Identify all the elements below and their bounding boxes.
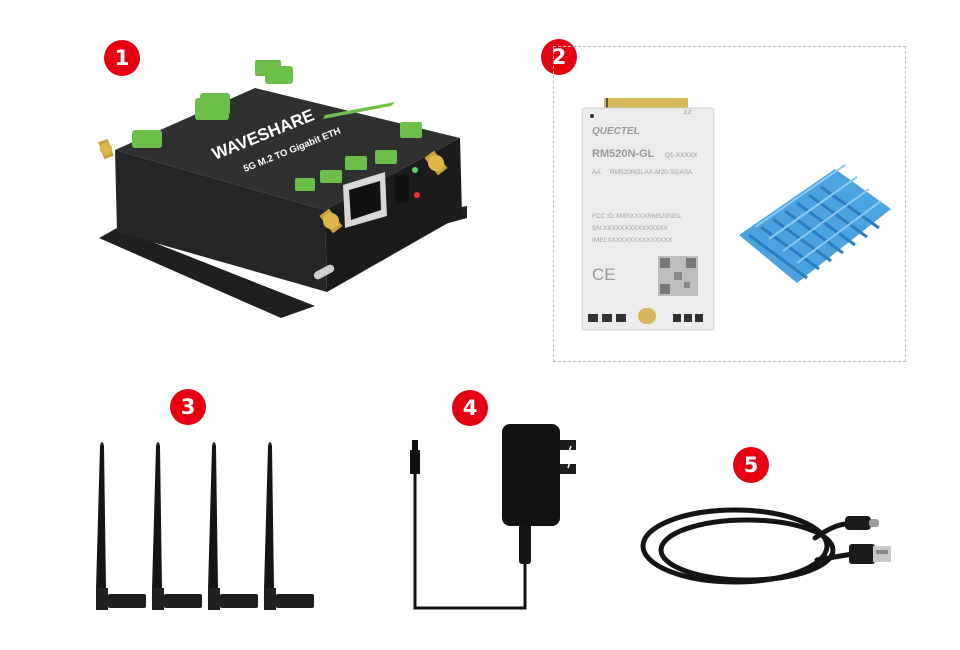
antenna-4 xyxy=(264,442,314,610)
item-number-badge-5: 5 xyxy=(733,447,769,483)
router-enclosure-image: WAVESHARE 5G M.2 TO Gigabit ETH xyxy=(98,60,467,318)
item-number-badge-3: 3 xyxy=(170,389,206,425)
module-imei-text: IMEI:XXXXXXXXXXXXXXX xyxy=(592,237,673,244)
module-sn-text: SN:XXXXXXXXXXXXXXX xyxy=(592,225,669,232)
item-number-badge-4: 4 xyxy=(452,390,488,426)
module-model-text: RM520N-GL xyxy=(592,148,655,160)
module-dashed-frame xyxy=(553,46,906,362)
m2-5g-module-image: QUECTEL RM520N-GL Q1-XXXXX AA RM520NGLAA… xyxy=(581,98,715,331)
antenna-1 xyxy=(96,442,146,610)
module-corner-label: 2.2 xyxy=(684,110,691,116)
module-fcc-text: FCC ID:XMRXXXXRM520NGL xyxy=(592,213,682,220)
power-adapter-image xyxy=(410,424,576,610)
usb-cable-image xyxy=(640,507,891,585)
antenna-3 xyxy=(208,442,258,610)
antenna-2 xyxy=(152,442,202,610)
module-ce-mark: CE xyxy=(592,265,616,284)
module-qr-code xyxy=(658,256,698,296)
item-number-badge-1: 1 xyxy=(104,40,140,76)
module-part-text: RM520NGLAA-M20-SGASA xyxy=(610,169,693,176)
item-number-badge-2: 2 xyxy=(541,39,577,75)
module-variant-text: Q1-XXXXX xyxy=(665,152,698,159)
module-brand-text: QUECTEL xyxy=(592,126,640,137)
heatsink-image xyxy=(739,164,891,283)
module-part-prefix-text: AA xyxy=(592,169,601,176)
antennas-image xyxy=(96,442,314,610)
